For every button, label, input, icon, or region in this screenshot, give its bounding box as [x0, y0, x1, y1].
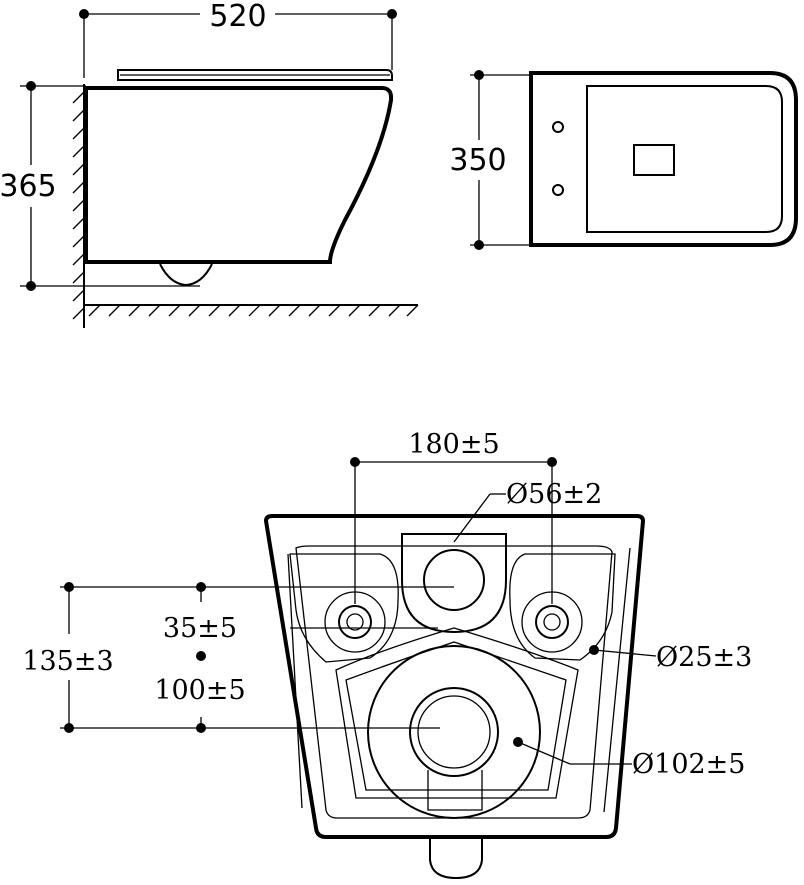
- hinge-hole-lower: [552, 184, 564, 196]
- width-dimension-label: 520: [209, 0, 266, 34]
- water-inlet: [423, 549, 485, 611]
- water-inlet-label: Ø56±2: [506, 479, 602, 510]
- drain-outlet-ring: [367, 645, 541, 819]
- depth-dimension-label: 350: [449, 143, 506, 178]
- floor-hatching: [88, 304, 419, 317]
- wall-hatching: [72, 91, 85, 320]
- drain-outlet-label: Ø102±5: [632, 749, 745, 780]
- water-inlet-housing: [401, 533, 507, 634]
- seat-outline-top: [586, 85, 783, 233]
- height-dimension-label: 365: [0, 169, 57, 204]
- outlet-spigot: [159, 263, 213, 287]
- rear-inner-rim: [295, 545, 613, 819]
- bolt-spacing-label: 180±5: [408, 429, 499, 460]
- drain-outlet: [409, 687, 499, 777]
- bowl-body: [84, 86, 394, 264]
- flush-button: [633, 144, 675, 176]
- upper-offset-label: 35±5: [163, 613, 237, 644]
- rear-view: 180±5 Ø56±2 Ø25±3 Ø102±5 135±3 35±5 100±…: [22, 429, 752, 880]
- rear-spigot: [429, 837, 483, 880]
- left-fixing-hole: [338, 605, 372, 639]
- bowl-outline-top: [529, 71, 798, 247]
- side-view: 520 365: [0, 0, 419, 328]
- lower-offset-label: 100±5: [154, 675, 245, 706]
- top-view: 350: [449, 70, 798, 250]
- rear-body-outline: [263, 514, 646, 839]
- fixing-hole-label: Ø25±3: [656, 642, 752, 673]
- right-fixing-hole: [535, 605, 569, 639]
- hinge-hole-upper: [552, 121, 564, 133]
- total-height-label: 135±3: [22, 646, 113, 677]
- seat-lid: [117, 69, 393, 81]
